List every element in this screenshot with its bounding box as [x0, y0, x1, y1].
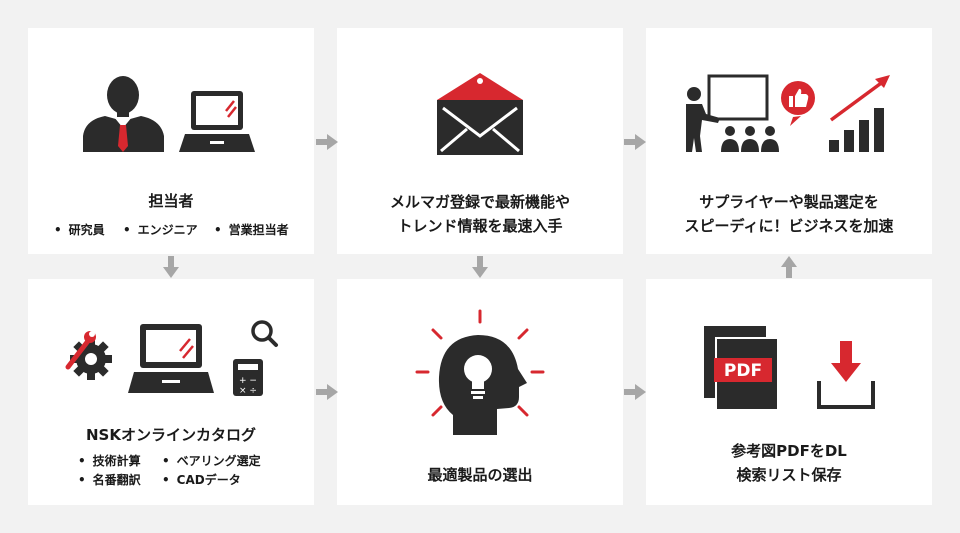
- lightbulb-head-icon: [415, 309, 545, 435]
- step-card-newsletter: メルマガ登録で最新機能や トレンド情報を最速入手: [337, 28, 623, 254]
- step-title: 参考図PDFをDL 検索リスト保存: [731, 442, 847, 484]
- lightbulb-illustration: [415, 309, 545, 435]
- step-title: メルマガ登録で最新機能や トレンド情報を最速入手: [389, 193, 570, 235]
- envelope-illustration: [437, 73, 523, 155]
- download-icon: [817, 341, 875, 409]
- step-title: 最適製品の選出: [427, 466, 533, 484]
- growth-chart-icon: [829, 75, 890, 152]
- person-icon: [83, 76, 164, 152]
- svg-text:× ÷: × ÷: [239, 386, 257, 396]
- bullet-item: 研究員: [54, 221, 105, 238]
- step-title: 担当者: [148, 192, 194, 210]
- arrow-right-icon: [624, 134, 646, 150]
- bullet-item: 名番翻訳: [78, 471, 141, 488]
- presentation-illustration: [686, 74, 890, 152]
- arrow-right-icon: [316, 134, 338, 150]
- catalog-illustration: + − × ÷: [65, 320, 278, 396]
- arrow-right-icon: [316, 384, 338, 400]
- thumbs-up-icon: [781, 81, 815, 126]
- step-title: サプライヤーや製品選定を スピーディに！ビジネスを加速: [684, 193, 894, 235]
- bullet-item: 技術計算: [78, 452, 141, 469]
- step-card-business: サプライヤーや製品選定を スピーディに！ビジネスを加速: [646, 28, 932, 254]
- step-card-person: 担当者 研究員 エンジニア 営業担当者: [28, 28, 314, 254]
- person-laptop-illustration: [83, 76, 255, 152]
- pdf-label: PDF: [724, 361, 762, 381]
- step-card-selection: 最適製品の選出: [337, 279, 623, 505]
- bullet-item: エンジニア: [123, 221, 198, 238]
- laptop-icon: [179, 91, 255, 152]
- arrow-down-icon: [472, 256, 488, 278]
- calculator-icon: + − × ÷: [233, 359, 263, 396]
- bullet-item: 営業担当者: [214, 221, 289, 238]
- pdf-icon: PDF: [704, 326, 779, 411]
- gear-wrench-icon: [65, 331, 112, 380]
- arrow-down-icon: [163, 256, 179, 278]
- arrow-right-icon: [624, 384, 646, 400]
- svg-text:+ −: + −: [239, 376, 257, 386]
- step-card-catalog: + − × ÷ NSKオンラインカタログ 技術計算 ベアリング選定 名番翻訳 C…: [28, 279, 314, 505]
- search-icon: [251, 320, 278, 347]
- envelope-icon: [437, 73, 523, 155]
- bullet-item: CADデータ: [162, 471, 241, 488]
- laptop-icon: [128, 324, 214, 393]
- presentation-icon: [686, 74, 779, 152]
- step-title: NSKオンラインカタログ: [86, 426, 256, 444]
- bullet-item: ベアリング選定: [162, 452, 261, 469]
- download-illustration: PDF: [704, 326, 875, 411]
- arrow-up-icon: [781, 256, 797, 278]
- step-card-download: PDF 参考図PDFをDL 検索リスト保存: [646, 279, 932, 505]
